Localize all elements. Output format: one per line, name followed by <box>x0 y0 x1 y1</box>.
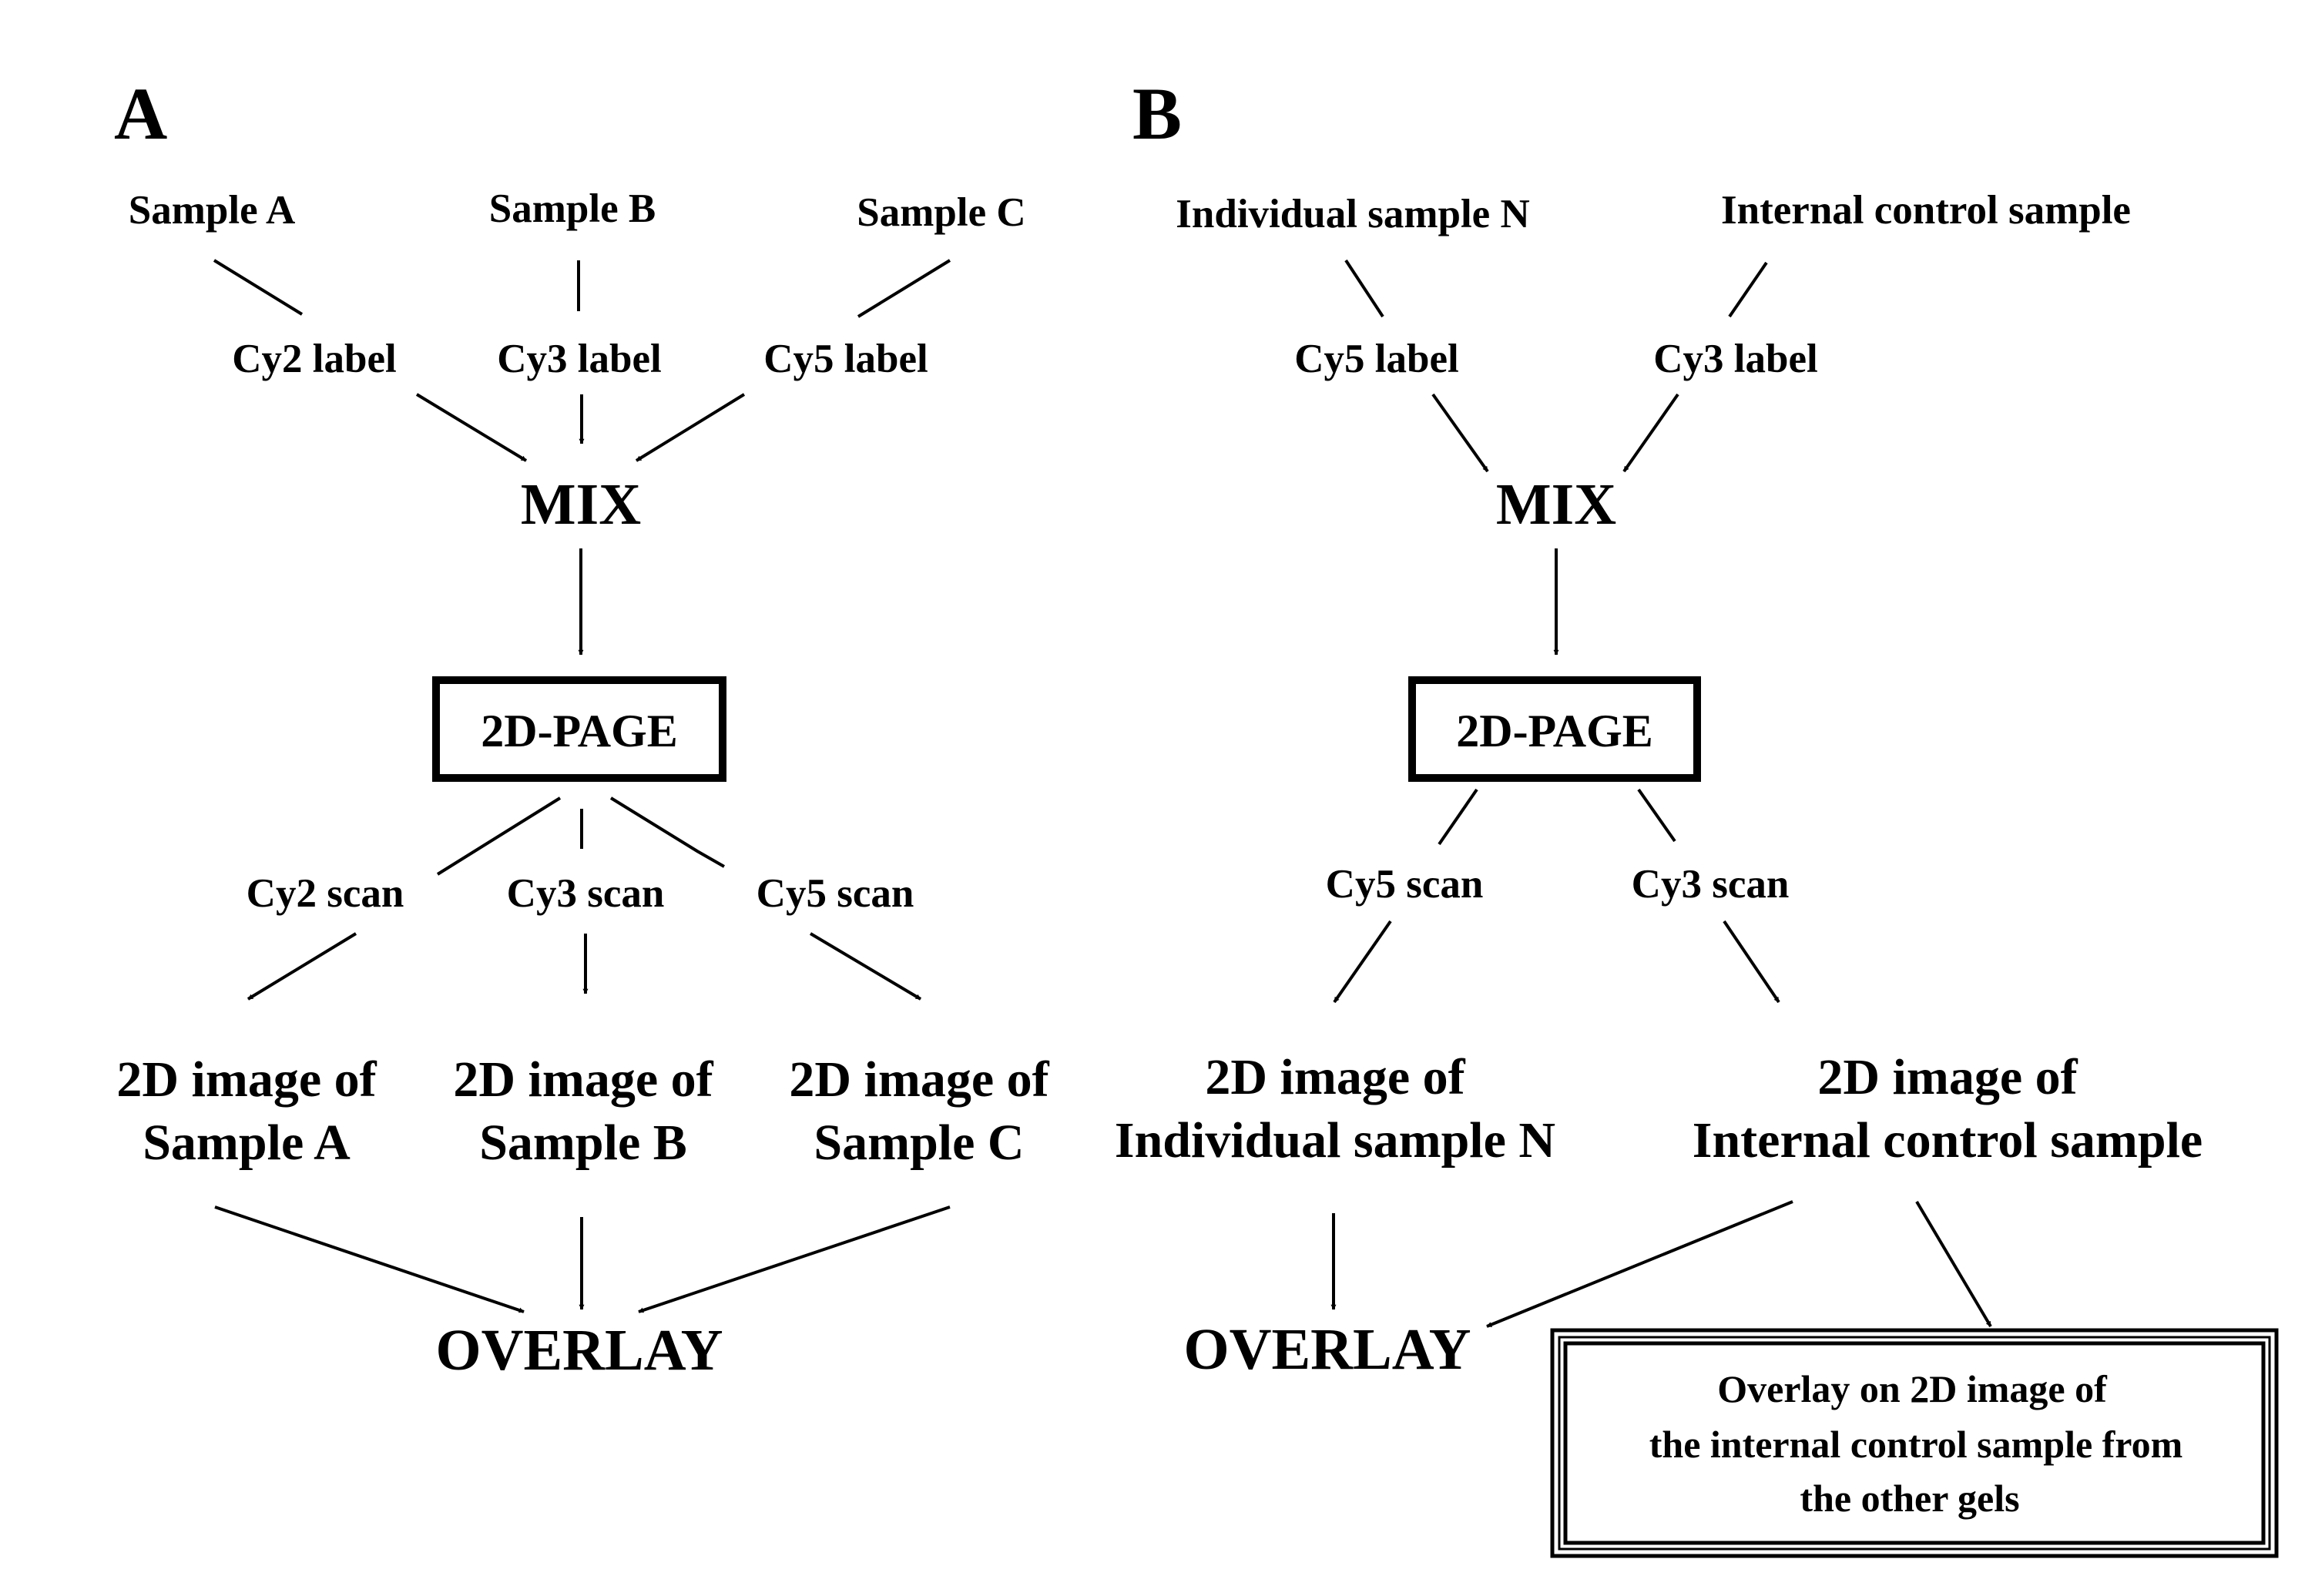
panel-a-cy5-label: Cy5 label <box>763 337 928 381</box>
panel-b-internal-control: Internal control sample <box>1721 188 2131 233</box>
arrow <box>638 1205 951 1313</box>
connector-line <box>1438 788 1478 846</box>
panel-b: B Individual sample N Internal control s… <box>1115 72 2279 1558</box>
panel-a-sample-a: Sample A <box>129 188 295 233</box>
panel-b-gel-box <box>1408 676 1701 782</box>
panel-b-cy5-label: Cy5 label <box>1294 337 1458 381</box>
panel-a-cy2-scan: Cy2 scan <box>247 871 404 916</box>
panel-a-image-c-line1: 2D image of <box>789 1051 1049 1108</box>
panel-a-letter: A <box>114 72 167 155</box>
panel-b-image-control-line1: 2D image of <box>1817 1049 2078 1105</box>
arrow <box>1486 1200 1793 1328</box>
panel-a-cy5-scan: Cy5 scan <box>757 871 914 916</box>
panel-a: A Sample A Sample B Sample C Cy2 label C… <box>114 72 1050 1383</box>
connector-line <box>1728 261 1768 318</box>
arrow <box>1431 393 1489 473</box>
panel-a-image-b-line1: 2D image of <box>453 1051 713 1108</box>
panel-b-overlay: OVERLAY <box>1183 1317 1471 1382</box>
panel-b-cy3-label: Cy3 label <box>1653 337 1817 381</box>
arrow <box>1333 920 1392 1004</box>
panel-a-image-a-line1: 2D image of <box>116 1051 377 1108</box>
panel-a-overlay: OVERLAY <box>435 1318 723 1383</box>
connector-line <box>609 796 725 868</box>
panel-a-image-b-line2: Sample B <box>479 1115 687 1171</box>
panel-a-cy3-scan: Cy3 scan <box>507 871 665 916</box>
panel-a-gel-box <box>432 676 726 782</box>
arrow <box>1915 1200 1992 1328</box>
arrow <box>1723 920 1780 1004</box>
panel-b-image-control-line2: Internal control sample <box>1693 1112 2203 1168</box>
connector-line <box>857 259 951 318</box>
note-box-line3: the other gels <box>1800 1477 2019 1520</box>
arrow <box>635 393 746 462</box>
note-box-inner-border <box>1563 1341 2266 1545</box>
arrow <box>1622 393 1679 473</box>
note-box-line1: Overlay on 2D image of <box>1717 1367 2108 1410</box>
panel-a-sample-b: Sample B <box>489 186 656 231</box>
panel-b-letter: B <box>1132 72 1182 155</box>
panel-b-gel-label: 2D-PAGE <box>1456 706 1653 756</box>
panel-a-gel-label: 2D-PAGE <box>481 706 678 756</box>
connector-line <box>436 796 562 876</box>
note-box-middle-border <box>1558 1336 2271 1551</box>
panel-b-cy3-scan: Cy3 scan <box>1632 862 1790 907</box>
panel-a-cy3-label: Cy3 label <box>497 337 661 381</box>
connector-line <box>1344 259 1384 318</box>
note-box-line2: the internal control sample from <box>1649 1423 2183 1466</box>
panel-b-note-box: Overlay on 2D image of the internal cont… <box>1550 1328 2279 1558</box>
arrow <box>214 1205 525 1313</box>
panel-b-mix: MIX <box>1496 472 1616 537</box>
connector-line <box>213 259 304 316</box>
note-box-outer-border <box>1550 1328 2279 1558</box>
arrow <box>247 932 357 1001</box>
panel-b-cy5-scan: Cy5 scan <box>1326 862 1484 907</box>
panel-a-sample-c: Sample C <box>857 190 1025 235</box>
panel-b-sample-n: Individual sample N <box>1176 192 1529 236</box>
panel-a-cy2-label: Cy2 label <box>232 337 396 381</box>
panel-a-image-a-line2: Sample A <box>143 1115 351 1171</box>
panel-b-image-n-line2: Individual sample N <box>1115 1112 1555 1168</box>
connector-line <box>1637 788 1676 843</box>
panel-a-mix: MIX <box>521 472 641 537</box>
panel-b-image-n-line1: 2D image of <box>1205 1049 1465 1105</box>
arrow <box>415 393 528 462</box>
panel-a-image-c-line2: Sample C <box>814 1115 1024 1171</box>
arrow <box>809 932 922 1001</box>
